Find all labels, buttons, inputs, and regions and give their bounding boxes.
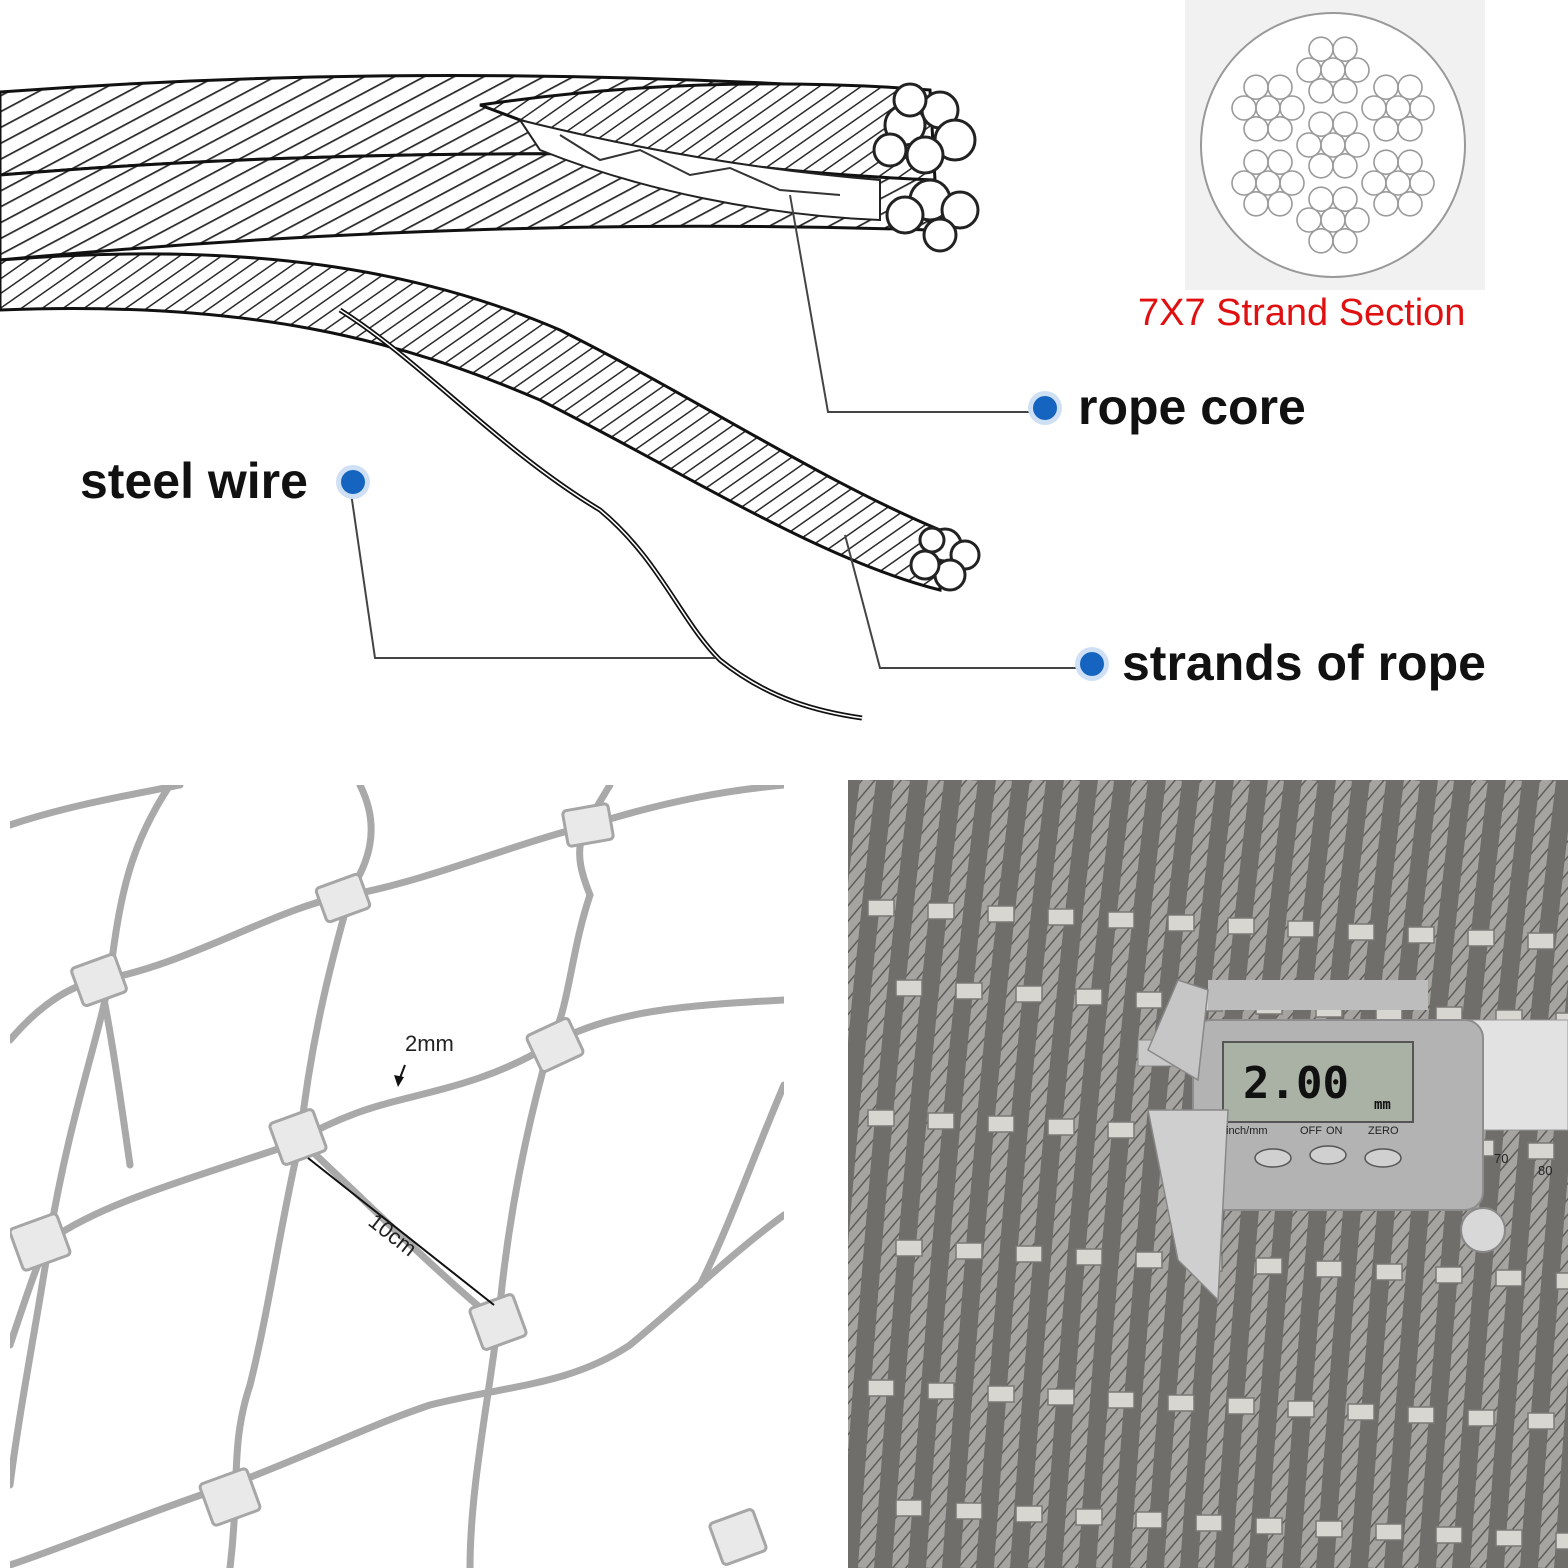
steel-wire-marker [341,470,365,494]
caliper-mode-label: inch/mm [1226,1125,1268,1137]
rope-core-marker [1033,396,1057,420]
rope-diagram: rope core steel wire strands of rope 7X7… [0,0,1568,740]
rope-core-label: rope core [1078,379,1306,435]
caliper-photo: 2.00 mm inch/mm OFF ON ZERO 70 80 [848,780,1568,1568]
caliper-unit: mm [1374,1097,1391,1113]
ruler-number-70: 70 [1494,1151,1509,1166]
caliper-on-button: ON [1326,1125,1343,1137]
strand-section-circles [1200,12,1466,278]
ruler-number-80: 80 [1538,1163,1553,1178]
mesh-photo: 2mm 10cm [10,785,784,1568]
wire-rope-illustration [0,74,1090,721]
caliper-zero-button: ZERO [1368,1125,1399,1137]
strands-of-rope-label: strands of rope [1122,635,1486,691]
steel-wire-label: steel wire [80,453,308,509]
wire-diameter-annotation: 2mm [405,1031,454,1056]
caliper-reading: 2.00 [1243,1058,1349,1109]
strands-marker [1080,652,1104,676]
strand-section-title: 7X7 Strand Section [1138,292,1466,334]
caliper-off-button: OFF [1300,1125,1322,1137]
